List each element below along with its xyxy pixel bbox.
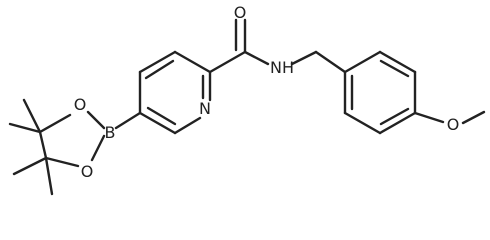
amide-nh-label: NH [270,58,294,77]
atom-labels: O NH N B O O O [74,3,460,181]
methoxy-oxygen-label: O [447,115,460,134]
chemical-structure: O NH N B O O O [8,3,486,196]
bond-lines [8,18,486,196]
boronate-oxygen-bottom-label: O [81,162,94,181]
carbonyl-oxygen-label: O [234,3,247,22]
boronate-oxygen-top-label: O [74,95,87,114]
boron-label: B [105,123,116,142]
pyridine-nitrogen-label: N [199,99,211,118]
